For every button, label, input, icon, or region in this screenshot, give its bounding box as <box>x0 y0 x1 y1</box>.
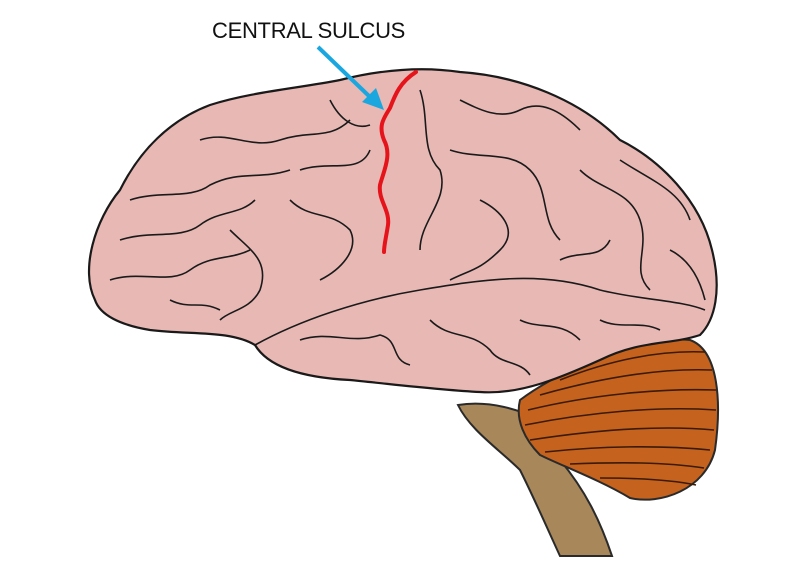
central-sulcus-line <box>377 70 418 254</box>
cerebellum <box>517 338 719 501</box>
cerebrum <box>87 68 718 394</box>
pointer-arrow-icon <box>316 45 384 110</box>
central-sulcus-label: CENTRAL SULCUS <box>212 18 406 43</box>
